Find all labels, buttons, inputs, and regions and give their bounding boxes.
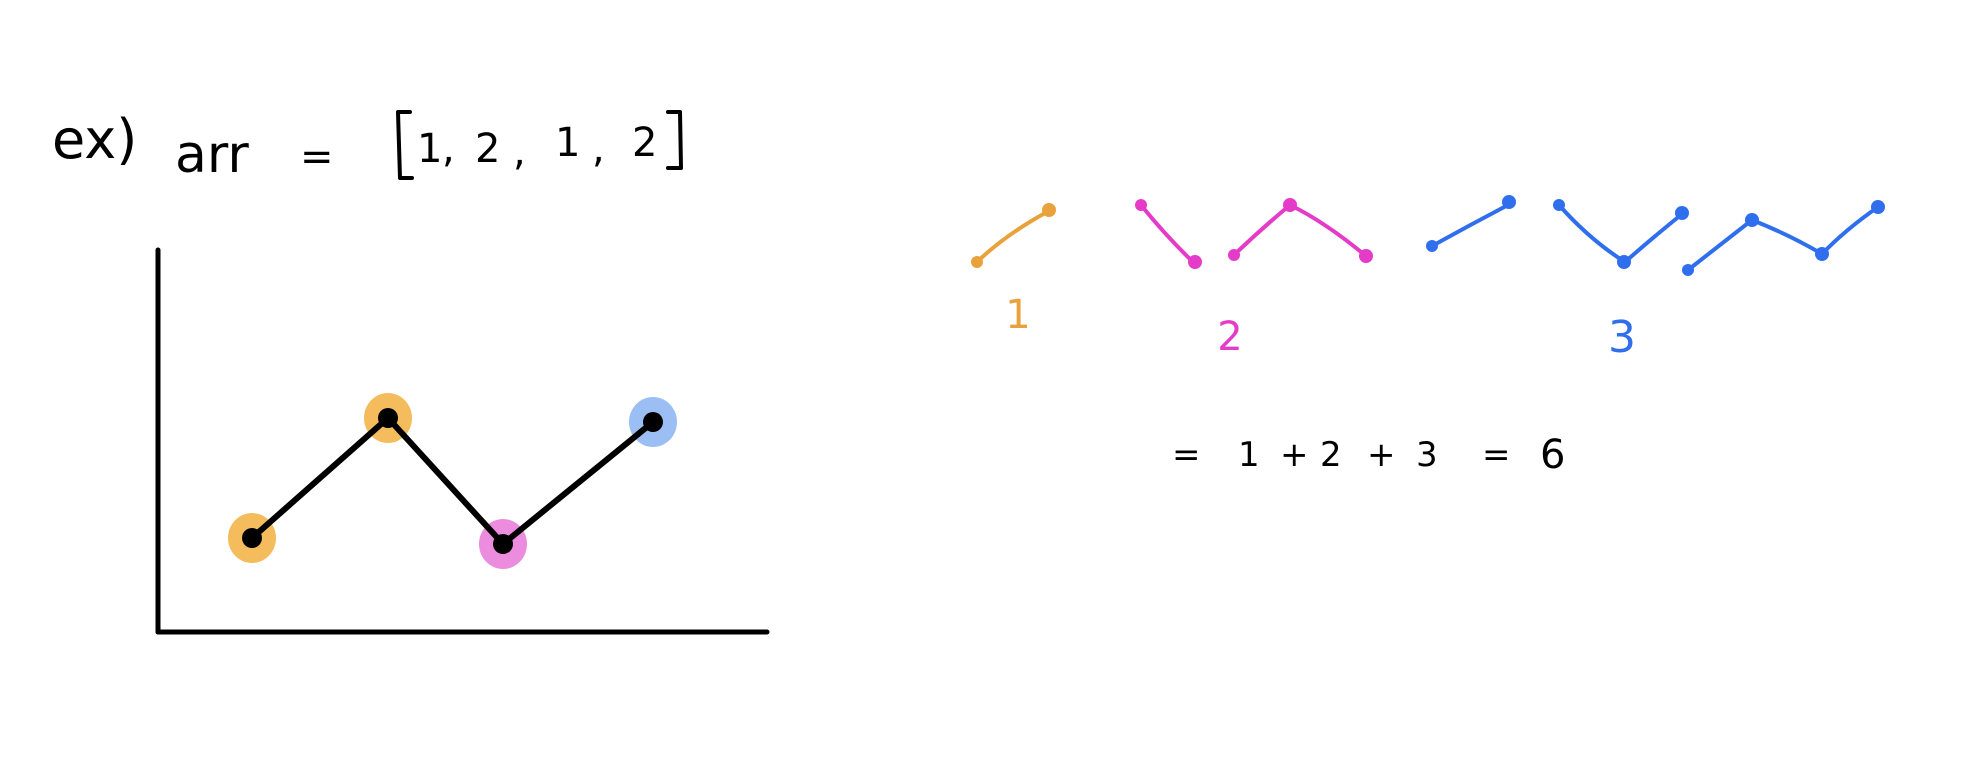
shape-group-2: 2: [1135, 198, 1373, 360]
array-comma: ,: [442, 126, 455, 172]
value-points: [242, 408, 663, 554]
pink-dot: [1359, 249, 1373, 263]
equation-token: =: [1482, 435, 1511, 475]
blue-dot: [1815, 247, 1829, 261]
blue-rising-stroke: [1430, 203, 1510, 248]
value-point: [493, 534, 513, 554]
array-value: 2: [632, 120, 657, 166]
pink-dot: [1188, 255, 1202, 269]
graph-axes: [155, 247, 770, 635]
blue-dot: [1745, 213, 1759, 227]
array-value: 1: [555, 120, 580, 166]
pink-peak-stroke: [1232, 203, 1368, 258]
equation-token: 2: [1320, 435, 1342, 475]
equation-token: 1: [1238, 435, 1260, 475]
array-comma: ,: [513, 129, 526, 175]
group-1-label: 1: [1005, 292, 1030, 338]
example-header: ex) arr = 1 , 2 , 1 , 2: [52, 108, 683, 185]
blue-dot: [1553, 199, 1565, 211]
point-highlights: [228, 393, 677, 569]
equation-token: 3: [1416, 435, 1438, 475]
blue-dot: [1426, 240, 1438, 252]
group-2-label: 2: [1217, 314, 1242, 360]
shape-group-1: 1: [971, 203, 1056, 338]
sum-equation: = 1 + 2 + 3 = 6: [1172, 432, 1565, 478]
example-prefix: ex): [52, 108, 137, 171]
pink-falling-stroke: [1139, 203, 1195, 264]
pink-dot: [1228, 249, 1240, 261]
array-comma: ,: [592, 126, 605, 172]
value-point: [242, 528, 262, 548]
equation-token: +: [1280, 435, 1309, 475]
blue-valley-stroke: [1557, 203, 1684, 264]
equation-token: +: [1367, 435, 1396, 475]
pink-dot: [1135, 199, 1147, 211]
equation-token: =: [1172, 435, 1201, 475]
array-left-bracket: [396, 110, 414, 180]
array-equals-sign: =: [300, 134, 334, 180]
blue-dot: [1682, 264, 1694, 276]
value-point: [378, 408, 398, 428]
equation-token: 6: [1540, 432, 1565, 478]
orange-rising-stroke: [975, 210, 1049, 264]
shape-group-3: 3: [1426, 195, 1885, 363]
value-polyline: [249, 415, 656, 547]
blue-dot: [1502, 195, 1516, 209]
array-right-bracket: [666, 110, 683, 170]
array-value: 1: [417, 126, 442, 172]
pink-dot: [1283, 198, 1297, 212]
orange-dot: [971, 256, 983, 268]
value-point: [643, 412, 663, 432]
group-3-label: 3: [1608, 312, 1636, 363]
blue-dot: [1871, 200, 1885, 214]
blue-dot: [1675, 206, 1689, 220]
array-value: 2: [475, 126, 500, 172]
array-variable: arr: [175, 125, 249, 185]
orange-dot: [1042, 203, 1056, 217]
blue-dot: [1617, 255, 1631, 269]
blue-zigzag-stroke: [1686, 205, 1880, 272]
